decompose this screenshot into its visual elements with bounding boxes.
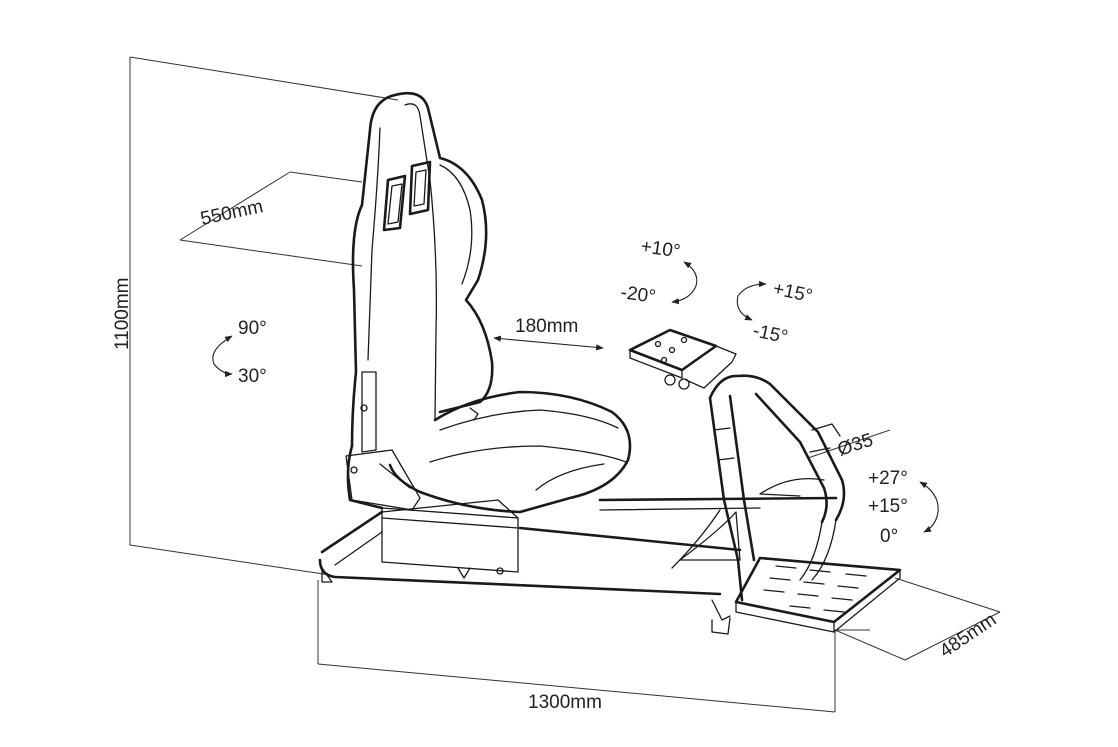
length-label: 1300mm xyxy=(528,692,602,713)
base-frame xyxy=(318,496,838,596)
wheel-tilt-up-label: +10° xyxy=(639,236,681,262)
seat-width-dimension-lines xyxy=(179,171,363,267)
height-label: 1100mm xyxy=(112,277,133,350)
length-dimension-lines xyxy=(317,577,1001,713)
wheel-rotate-up-label: +15° xyxy=(771,278,814,307)
recline-rotate-arrow xyxy=(212,335,233,378)
bucket-seat xyxy=(345,91,632,514)
wheel-rotate-arrow xyxy=(736,280,767,321)
slide-label: 180mm xyxy=(515,316,578,337)
pedal-tilt-arrow xyxy=(919,481,939,533)
wheel-tilt-arrow xyxy=(671,261,698,305)
diameter-label: Ø35 xyxy=(835,430,876,461)
pedal-0-label: 0° xyxy=(880,526,898,547)
slide-arrow xyxy=(493,335,604,351)
wheel-tilt-down-label: -20° xyxy=(619,282,657,308)
pedal-width-label: 485mm xyxy=(936,609,1000,662)
wheel-stand xyxy=(679,374,846,602)
wheel-plate xyxy=(628,328,737,390)
pedal-15-label: +15° xyxy=(868,496,908,517)
seat-slider-rails xyxy=(381,407,519,573)
wheel-rotate-down-label: -15° xyxy=(751,320,790,348)
seat-width-label: 550mm xyxy=(199,196,265,230)
height-dimension-lines xyxy=(129,56,399,576)
diameter-leader xyxy=(807,429,891,459)
pedal-27-label: +27° xyxy=(868,468,908,489)
recline-90-label: 90° xyxy=(238,318,267,339)
recline-30-label: 30° xyxy=(238,366,267,387)
pedal-plate xyxy=(711,556,902,635)
